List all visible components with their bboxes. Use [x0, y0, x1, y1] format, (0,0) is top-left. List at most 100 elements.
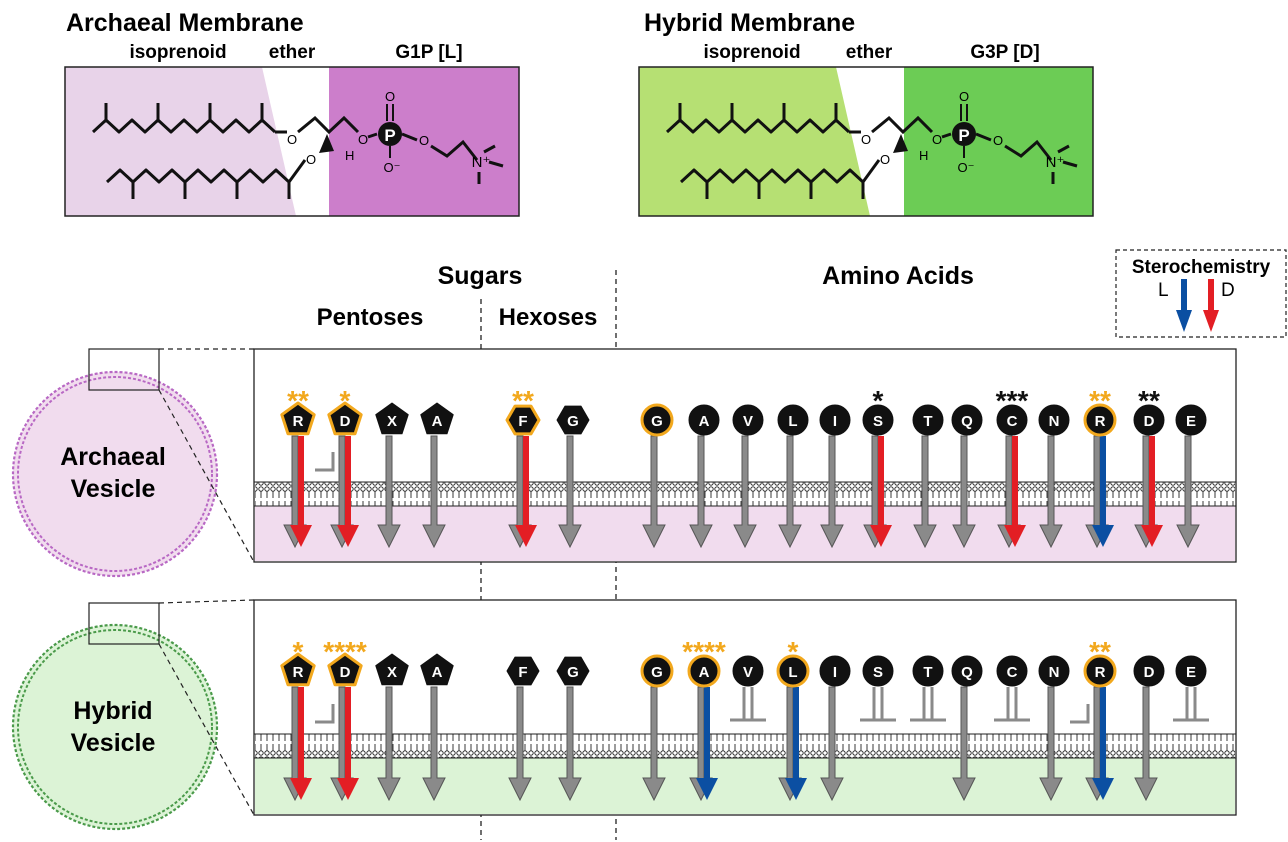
- hybrid-isoprenoid-region: [639, 67, 870, 216]
- stereo-arrow-D: [337, 436, 359, 547]
- circle-R: [1083, 654, 1117, 688]
- phosphate-oxygen-minus: O⁻: [958, 160, 975, 175]
- permeation-arrow: [820, 435, 844, 549]
- permeation-arrow: [642, 435, 666, 549]
- permeation-arrow: [952, 435, 976, 549]
- molecule-G-6: G: [556, 405, 590, 549]
- ether-oxygen-upper: O: [861, 132, 871, 147]
- circle-G: [640, 654, 674, 688]
- permeation-arrow: [422, 435, 446, 549]
- legend-D-label: D: [1221, 280, 1235, 301]
- significance-stars: *: [293, 636, 304, 667]
- isoprenoid-chain-lower: [679, 168, 865, 184]
- isoprenoid-chain-lower: [105, 168, 291, 184]
- hybrid-vesicle-label-line1: Hybrid: [73, 697, 152, 725]
- molecule-D-18: D: [1133, 655, 1165, 802]
- hexagon-G: [556, 405, 590, 435]
- interior-zone: [255, 758, 1235, 814]
- molecule-label: S: [873, 664, 883, 681]
- circle-I: [819, 655, 851, 687]
- hexoses-header: Hexoses: [499, 304, 598, 331]
- phosphate-double-oxygen: O: [959, 89, 969, 104]
- hybrid-ether-label: ether: [846, 42, 893, 63]
- pentagon-A: [420, 653, 454, 686]
- molecule-label: X: [387, 413, 397, 430]
- circle-T: [912, 404, 944, 436]
- permeation-arrow: [558, 686, 582, 802]
- hybrid-membrane-panel: Hybrid Membrane isoprenoid ether G3P [D]…: [638, 9, 1094, 217]
- hybrid-glycerol-region: [904, 67, 1093, 216]
- permeation-arrow: [422, 686, 446, 802]
- molecule-label: D: [1144, 413, 1155, 430]
- molecule-label: Q: [961, 664, 973, 681]
- amino-acids-header: Amino Acids: [822, 262, 974, 290]
- molecule-label: F: [518, 413, 527, 430]
- hybrid-isoprenoid-label: isoprenoid: [703, 42, 800, 63]
- stereo-arrow-D: [290, 687, 312, 800]
- hexagon-F: [505, 404, 541, 436]
- significance-stars: **: [1089, 636, 1111, 667]
- significance-stars: *: [788, 636, 799, 667]
- archaeal-glycerol-region: [329, 67, 519, 216]
- molecule-S-12: S: [860, 655, 896, 722]
- molecule-label: A: [699, 664, 710, 681]
- molecule-label: T: [923, 664, 932, 681]
- molecule-A-4: A: [420, 653, 454, 802]
- hydrogen-atom: H: [919, 148, 928, 163]
- molecule-F-5: F**: [505, 385, 541, 549]
- molecule-label: G: [567, 413, 579, 430]
- ether-oxygen-lower: O: [880, 152, 890, 167]
- stereochemistry-legend: Sterochemistry L D: [1115, 249, 1287, 338]
- molecule-label: I: [833, 413, 837, 430]
- molecule-label: Q: [961, 413, 973, 430]
- stereo-arrow-L: [1092, 436, 1114, 547]
- stereo-wedge: [893, 134, 908, 153]
- phosphate-oxygen: O: [932, 132, 942, 147]
- circle-A: [687, 654, 721, 688]
- molecule-label: I: [833, 664, 837, 681]
- molecule-label: C: [1007, 664, 1018, 681]
- permeation-arrow: [689, 435, 713, 549]
- molecule-Q-14: Q: [951, 655, 983, 802]
- circle-T: [912, 655, 944, 687]
- molecule-L-10: L*: [776, 636, 810, 802]
- molecule-label: R: [1095, 664, 1106, 681]
- phosphate-double-oxygen: O: [385, 89, 395, 104]
- molecule-A-4: A: [420, 402, 454, 549]
- phosphorus-atom: [378, 122, 402, 146]
- archaeal-membrane-panel: Archaeal Membrane isoprenoid ether G1P […: [64, 9, 520, 217]
- phosphate-oxygen-minus: O⁻: [384, 160, 401, 175]
- circle-G: [640, 403, 674, 437]
- molecule-label: G: [651, 413, 663, 430]
- circle-R: [1083, 403, 1117, 437]
- glycerol-backbone: [297, 115, 360, 135]
- isoprenoid-chain-upper: [665, 118, 851, 134]
- molecule-L-10: L: [777, 404, 809, 549]
- significance-stars: ***: [996, 385, 1029, 416]
- molecule-label: N: [1049, 664, 1060, 681]
- phosphorus-label: P: [384, 126, 395, 145]
- molecule-Q-14: Q: [951, 404, 983, 549]
- choline-oxygen: O: [419, 133, 429, 148]
- circle-I: [819, 404, 851, 436]
- stereo-arrow-D: [870, 436, 892, 547]
- permeation-arrow: [913, 435, 937, 549]
- stereo-arrow-D: [1004, 436, 1026, 547]
- molecule-X-3: X: [375, 402, 409, 549]
- blocked-marker: [315, 704, 335, 724]
- circle-E: [1175, 655, 1207, 687]
- pentagon-X: [375, 402, 409, 435]
- archaeal-vesicle-label-line2: Vesicle: [71, 475, 156, 503]
- molecule-A-8: A****: [682, 636, 726, 802]
- permeation-arrow: [558, 435, 582, 549]
- archaeal-isoprenoid-region: [65, 67, 296, 216]
- molecule-F-5: F: [506, 656, 540, 802]
- molecule-D-2: D****: [315, 636, 367, 802]
- molecule-label: F: [518, 664, 527, 681]
- circle-D: [1133, 404, 1165, 436]
- molecule-label: A: [432, 664, 443, 681]
- pentagon-A: [420, 402, 454, 435]
- archaeal-zoom-box: [88, 348, 160, 391]
- molecule-R-17: R**: [1070, 636, 1117, 802]
